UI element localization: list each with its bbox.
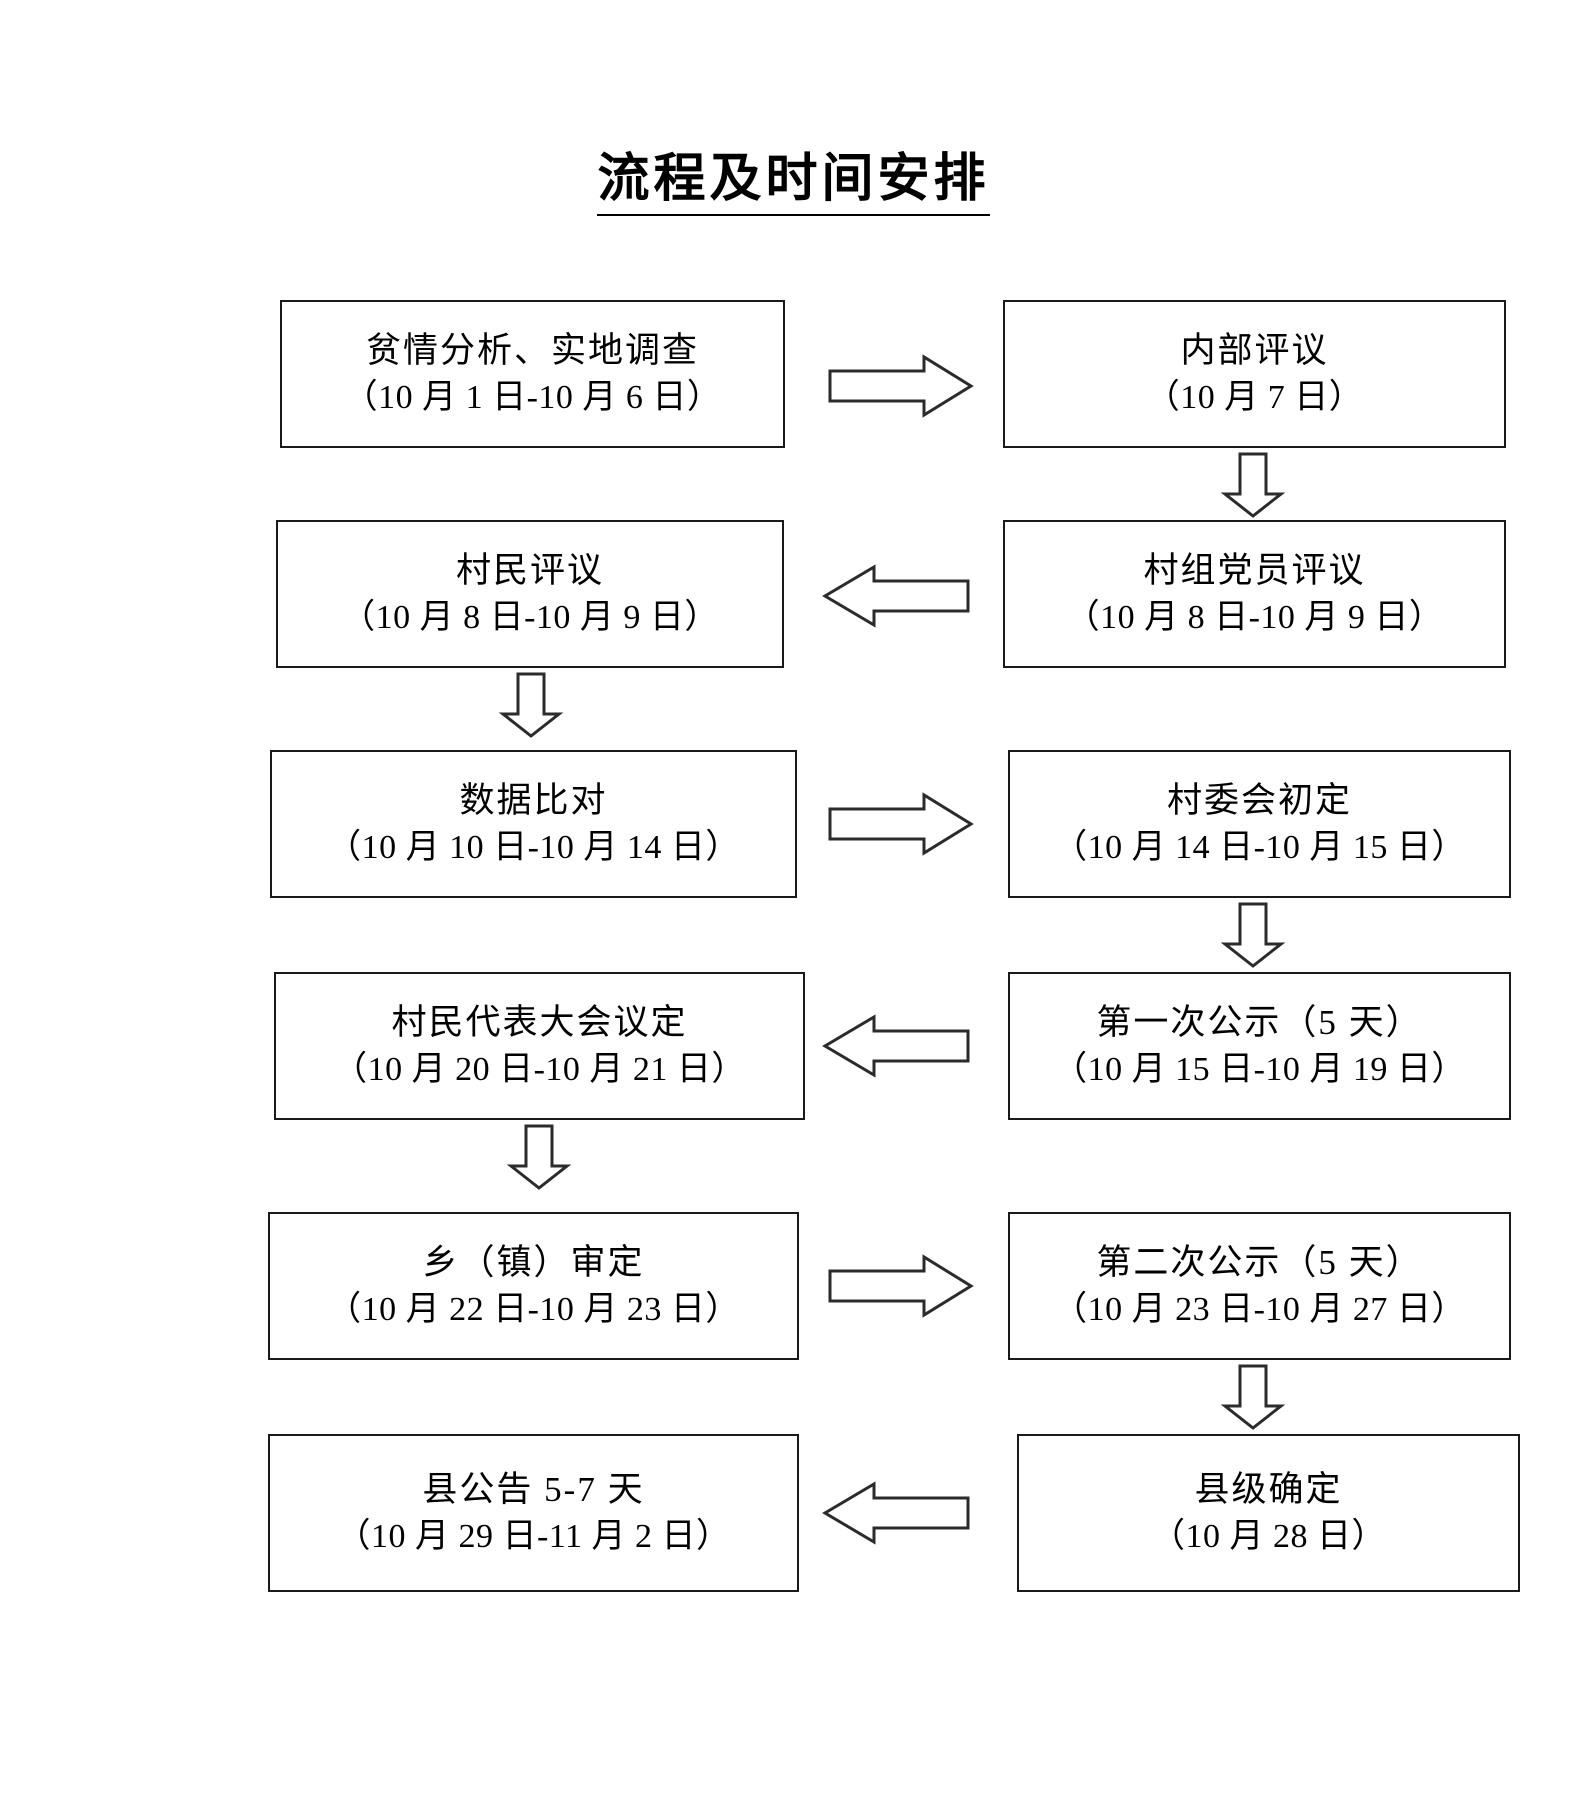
- node-period: （10 月 28 日）: [1151, 1517, 1386, 1555]
- arrow-down-block-icon: [1220, 902, 1286, 968]
- arrow-down-block-icon: [1220, 452, 1286, 518]
- node-xianji-queding[interactable]: 县级确定 （10 月 28 日）: [1017, 1434, 1520, 1592]
- node-title: 村民评议: [455, 551, 604, 591]
- arrow-left-1: [822, 564, 970, 628]
- arrow-right-2: [828, 792, 974, 856]
- node-diyici-gongshi[interactable]: 第一次公示（5 天） （10 月 15 日-10 月 19 日）: [1008, 972, 1511, 1120]
- arrow-down-2: [498, 672, 564, 738]
- node-title: 村委会初定: [1166, 781, 1352, 821]
- node-period: （10 月 14 日-10 月 15 日）: [1053, 828, 1466, 866]
- arrow-down-3: [1220, 902, 1286, 968]
- node-title: 第一次公示（5 天）: [1096, 1003, 1423, 1043]
- node-title: 村民代表大会议定: [391, 1003, 688, 1043]
- node-period: （10 月 23 日-10 月 27 日）: [1053, 1290, 1466, 1328]
- arrow-left-block-icon: [822, 1014, 970, 1078]
- arrow-down-block-icon: [1220, 1364, 1286, 1430]
- node-period: （10 月 20 日-10 月 21 日）: [333, 1050, 746, 1088]
- node-shuju-bidui[interactable]: 数据比对 （10 月 10 日-10 月 14 日）: [270, 750, 797, 898]
- node-period: （10 月 8 日-10 月 9 日）: [1065, 598, 1444, 636]
- page-title-text: 流程及时间安排: [597, 148, 990, 217]
- node-xiangzhen-shending[interactable]: 乡（镇）审定 （10 月 22 日-10 月 23 日）: [268, 1212, 799, 1360]
- arrow-left-block-icon: [822, 1481, 970, 1545]
- node-pinqing-fenxi[interactable]: 贫情分析、实地调查 （10 月 1 日-10 月 6 日）: [280, 300, 785, 448]
- arrow-right-block-icon: [828, 792, 974, 856]
- node-title: 县级确定: [1194, 1470, 1343, 1510]
- node-cunmin-pingyi[interactable]: 村民评议 （10 月 8 日-10 月 9 日）: [276, 520, 784, 668]
- node-period: （10 月 8 日-10 月 9 日）: [341, 598, 719, 636]
- node-title: 数据比对: [459, 781, 608, 821]
- node-period: （10 月 15 日-10 月 19 日）: [1053, 1050, 1466, 1088]
- node-title: 第二次公示（5 天）: [1096, 1243, 1423, 1283]
- node-period: （10 月 7 日）: [1145, 378, 1364, 416]
- node-period: （10 月 1 日-10 月 6 日）: [343, 378, 722, 416]
- node-dierci-gongshi[interactable]: 第二次公示（5 天） （10 月 23 日-10 月 27 日）: [1008, 1212, 1511, 1360]
- node-period: （10 月 29 日-11 月 2 日）: [336, 1517, 731, 1555]
- arrow-right-block-icon: [828, 354, 974, 418]
- node-period: （10 月 10 日-10 月 14 日）: [327, 828, 740, 866]
- node-title: 乡（镇）审定: [422, 1243, 645, 1283]
- arrow-right-block-icon: [828, 1254, 974, 1318]
- arrow-left-3: [822, 1481, 970, 1545]
- node-neibu-pingyi[interactable]: 内部评议 （10 月 7 日）: [1003, 300, 1506, 448]
- arrow-down-block-icon: [498, 672, 564, 738]
- arrow-left-2: [822, 1014, 970, 1078]
- arrow-right-1: [828, 354, 974, 418]
- arrow-down-5: [1220, 1364, 1286, 1430]
- node-cunmin-daibiao-dahui-yiding[interactable]: 村民代表大会议定 （10 月 20 日-10 月 21 日）: [274, 972, 805, 1120]
- node-title: 贫情分析、实地调查: [365, 331, 699, 371]
- page-title: 流程及时间安排: [0, 148, 1587, 217]
- node-title: 县公告 5-7 天: [422, 1470, 645, 1510]
- arrow-down-block-icon: [506, 1124, 572, 1190]
- node-cunzu-dangyuan-pingyi[interactable]: 村组党员评议 （10 月 8 日-10 月 9 日）: [1003, 520, 1506, 668]
- arrow-down-4: [506, 1124, 572, 1190]
- node-period: （10 月 22 日-10 月 23 日）: [327, 1290, 740, 1328]
- node-cunweihui-chuding[interactable]: 村委会初定 （10 月 14 日-10 月 15 日）: [1008, 750, 1511, 898]
- node-xian-gonggao[interactable]: 县公告 5-7 天 （10 月 29 日-11 月 2 日）: [268, 1434, 799, 1592]
- node-title: 村组党员评议: [1143, 551, 1366, 591]
- arrow-right-3: [828, 1254, 974, 1318]
- arrow-left-block-icon: [822, 564, 970, 628]
- node-title: 内部评议: [1180, 331, 1329, 371]
- arrow-down-1: [1220, 452, 1286, 518]
